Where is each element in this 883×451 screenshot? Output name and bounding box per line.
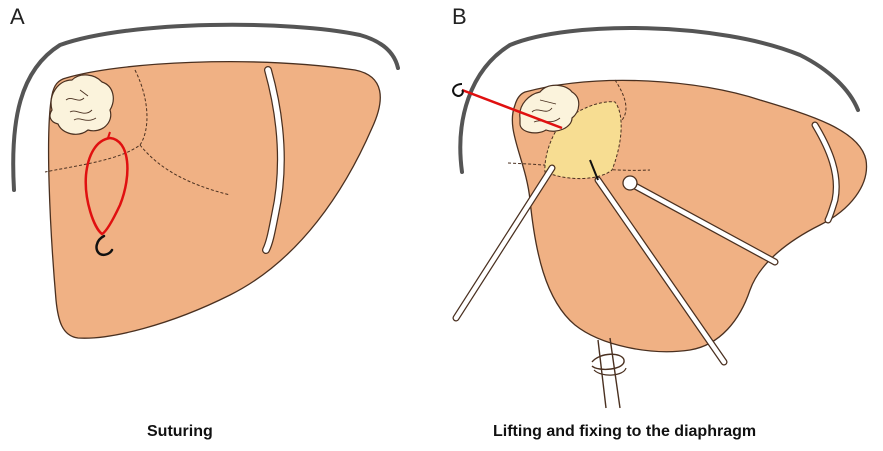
panel-a-label: A [10,6,25,28]
panel-b-caption: Lifting and fixing to the diaphragm [493,424,756,440]
panel-b-drawing [453,28,866,408]
panel-b-port-instrument [592,338,626,408]
panel-b-retractor-tip [623,176,637,190]
panel-a-caption: Suturing [147,424,213,440]
panel-b-needle [453,84,463,96]
panel-a-lesion [50,75,113,134]
panel-b-label: B [452,6,467,28]
panel-a-drawing [13,25,398,338]
